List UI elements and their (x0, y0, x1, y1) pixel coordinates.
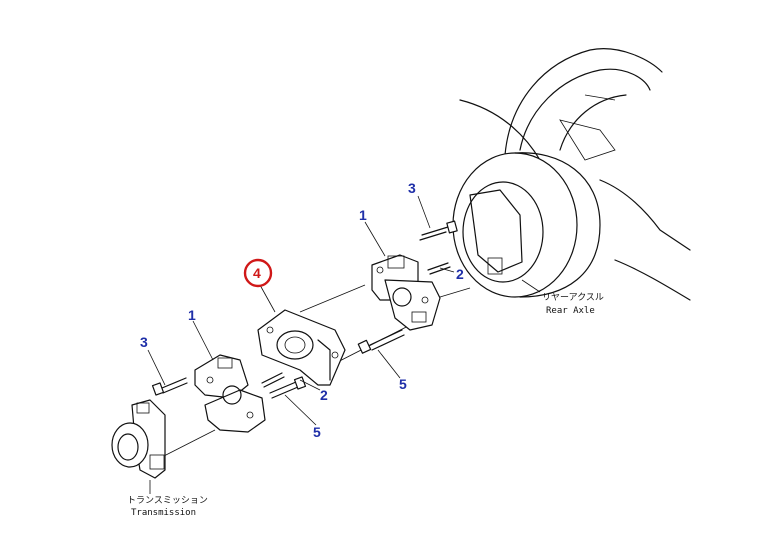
rear-axle-caption-en: Rear Axle (546, 306, 595, 316)
label-part-3-left: 3 (140, 334, 148, 350)
leader-lines (147, 195, 541, 494)
transmission-caption-en: Transmission (131, 508, 196, 518)
part-labels: 1 3 2 5 1 3 2 5 (140, 180, 464, 440)
rear-axle-housing (452, 48, 691, 301)
label-part-2-left: 2 (320, 387, 328, 403)
slip-yoke (257, 309, 346, 386)
right-universal-joint (371, 254, 441, 331)
rear-axle-caption-jp: リヤーアクスル (542, 292, 604, 303)
label-part-5-left: 5 (313, 424, 321, 440)
label-part-5-right: 5 (399, 376, 407, 392)
captions: リヤーアクスル Rear Axle トランスミッション Transmission (127, 292, 604, 518)
label-part-2-right: 2 (456, 266, 464, 282)
label-part-1-left: 1 (188, 307, 196, 323)
label-part-1-right: 1 (359, 207, 367, 223)
transmission-caption-jp: トランスミッション (127, 495, 208, 506)
bolts (151, 220, 458, 399)
callout-4: 4 (243, 258, 273, 288)
transmission-flange (111, 399, 166, 479)
label-part-3-right: 3 (408, 180, 416, 196)
callout-4-label: 4 (253, 265, 261, 281)
left-universal-joint (194, 354, 266, 433)
